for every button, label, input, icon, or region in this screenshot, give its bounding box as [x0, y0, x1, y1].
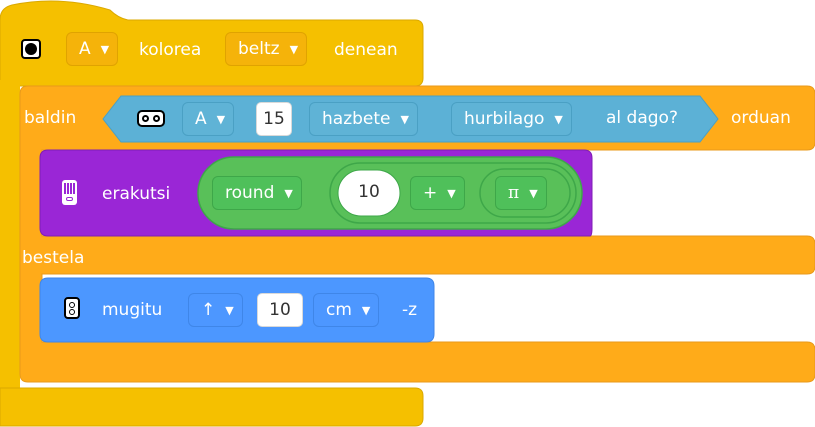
operator-value: +	[423, 183, 438, 203]
compare-value: hurbilago	[464, 109, 545, 129]
move-unit-dropdown[interactable]: cm ▼	[313, 293, 380, 327]
if-label: baldin	[24, 108, 77, 128]
hat-port-value: A	[79, 39, 91, 59]
hat-port-dropdown[interactable]: A ▼	[66, 32, 119, 66]
constant-value: π	[508, 183, 520, 203]
display-label: erakutsi	[102, 184, 171, 204]
move-amount-input[interactable]: 10	[257, 293, 303, 327]
caret-down-icon: ▼	[400, 112, 409, 126]
constant-dropdown[interactable]: π ▼	[495, 176, 547, 210]
caret-down-icon: ▼	[100, 42, 110, 56]
direction-dropdown[interactable]: ↑ ▼	[188, 293, 243, 327]
caret-down-icon: ▼	[529, 186, 538, 200]
caret-down-icon: ▼	[216, 112, 226, 126]
hat-label-when: denean	[334, 40, 398, 60]
sensor-port-value: A	[195, 109, 207, 129]
caret-down-icon: ▼	[447, 186, 456, 200]
light-matrix-icon	[62, 180, 77, 205]
hat-label-color: kolorea	[139, 40, 202, 60]
else-label: bestela	[22, 248, 85, 268]
caret-down-icon: ▼	[289, 42, 299, 56]
hat-stack-footer	[0, 387, 424, 427]
sensor-port-dropdown[interactable]: A ▼	[182, 102, 235, 136]
caret-down-icon: ▼	[284, 186, 293, 200]
unit-value: hazbete	[322, 109, 391, 129]
move-unit-value: cm	[326, 300, 352, 320]
caret-down-icon: ▼	[361, 303, 371, 317]
compare-dropdown[interactable]: hurbilago ▼	[451, 102, 572, 136]
caret-down-icon: ▼	[225, 303, 234, 317]
round-function-dropdown[interactable]: round ▼	[212, 176, 302, 210]
operand-value: 10	[358, 182, 380, 202]
motor-pair-icon	[64, 297, 80, 319]
direction-value: ↑	[201, 300, 216, 320]
operand-input[interactable]	[337, 169, 401, 217]
distance-input[interactable]: 15	[256, 102, 292, 136]
color-dropdown[interactable]: beltz ▼	[225, 32, 308, 66]
move-label: mugitu	[102, 300, 163, 320]
caret-down-icon: ▼	[554, 112, 563, 126]
question-label: al dago?	[606, 108, 678, 128]
color-value: beltz	[238, 39, 280, 59]
unit-dropdown[interactable]: hazbete ▼	[309, 102, 418, 136]
operator-dropdown[interactable]: + ▼	[410, 176, 465, 210]
hat-stack-spine	[0, 80, 20, 425]
stop-circle-icon	[21, 39, 41, 59]
move-suffix-label: -z	[402, 300, 418, 320]
round-function-value: round	[225, 183, 275, 203]
then-label: orduan	[731, 108, 791, 128]
if-else-block[interactable]	[19, 85, 815, 383]
distance-sensor-icon	[137, 110, 165, 127]
